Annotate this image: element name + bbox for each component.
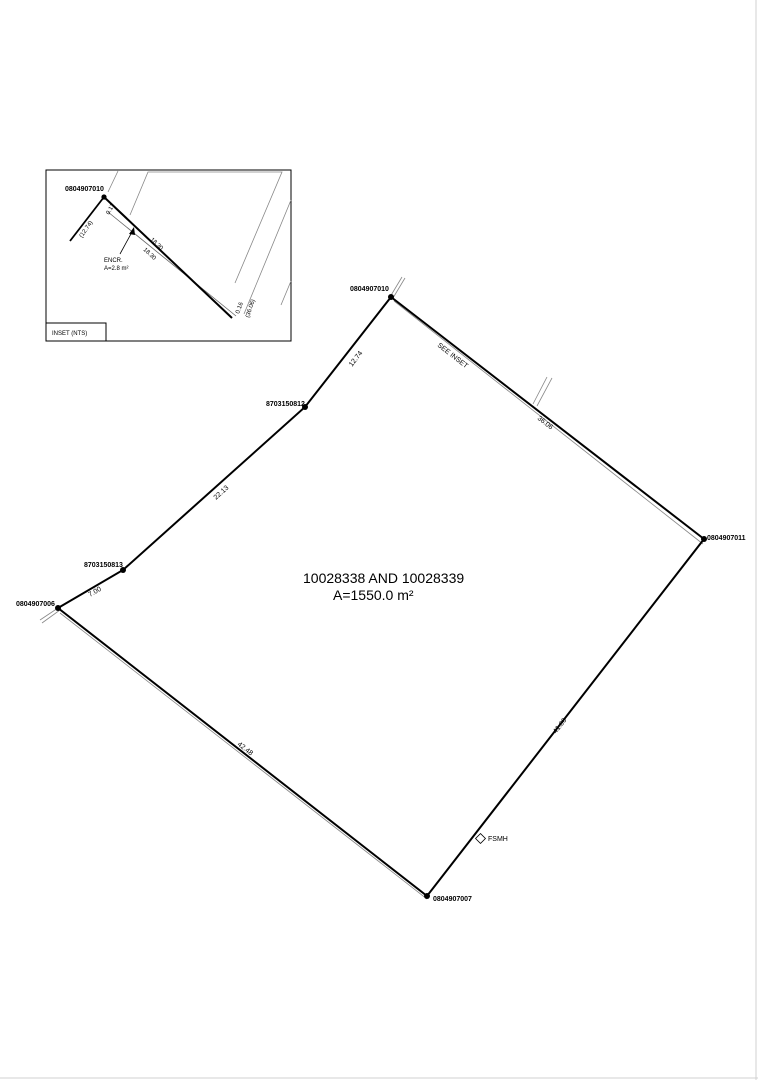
corner-8703150812 xyxy=(302,404,308,410)
inset-dim-016: 0.16 xyxy=(235,301,245,315)
dim-700: 7.00 xyxy=(88,586,103,599)
corner-0804907007 xyxy=(424,893,430,899)
inset-dim-017: 0.17 xyxy=(106,202,117,216)
dim-3606: 36.06 xyxy=(536,415,554,431)
dim-4100: 41.00 xyxy=(552,717,568,735)
inset-title-box xyxy=(45,322,107,342)
inset-adjacent-road-2 xyxy=(280,280,292,306)
inset-title: INSET (NTS) xyxy=(52,331,87,337)
inset-adjacent-parcel xyxy=(129,171,283,284)
inset-encr-arrow-shaft xyxy=(119,231,133,255)
corner-0804907006 xyxy=(55,605,61,611)
parcel-name: 10028338 AND 10028339 xyxy=(303,570,464,586)
inset-boundary-offset xyxy=(107,211,237,317)
point-label-0804907010: 0804907010 xyxy=(350,286,389,293)
corner-0804907011 xyxy=(701,536,707,542)
inset-boundary-main xyxy=(103,196,233,319)
point-label-8703150812: 8703150812 xyxy=(266,401,305,408)
inset-adjacent-road xyxy=(243,199,292,315)
corner-markers xyxy=(55,294,707,899)
inset-point-marker xyxy=(101,194,107,200)
inset-encr-label: ENCR. xyxy=(104,258,123,264)
inset-encr-area: A=2.8 m² xyxy=(104,266,129,272)
parcel-area: A=1550.0 m² xyxy=(333,587,414,603)
inset-frame xyxy=(45,169,292,342)
inset: INSET (NTS) 0804907010 0.17 (12.74) 18.3… xyxy=(45,169,292,342)
point-label-8703150813: 8703150813 xyxy=(84,562,123,569)
point-label-0804907007: 0804907007 xyxy=(433,896,472,903)
inset-boundary-left xyxy=(69,196,105,242)
fsmh-symbol xyxy=(474,832,487,845)
inset-encr-arrow-head xyxy=(129,227,135,235)
point-label-0804907011: 0804907011 xyxy=(707,535,746,542)
point-label-0804907006: 0804907006 xyxy=(16,601,55,608)
inset-dim-3606: (36.06) xyxy=(245,299,257,319)
dim-1274: 12.74 xyxy=(348,350,364,368)
fsmh-label: FSMH xyxy=(488,836,508,843)
corner-8703150813 xyxy=(120,567,126,573)
corner-0804907010 xyxy=(388,294,394,300)
adjacent-lines xyxy=(39,276,704,900)
inset-point-label: 0804907010 xyxy=(65,186,104,193)
inset-adjacent-line xyxy=(107,170,119,193)
